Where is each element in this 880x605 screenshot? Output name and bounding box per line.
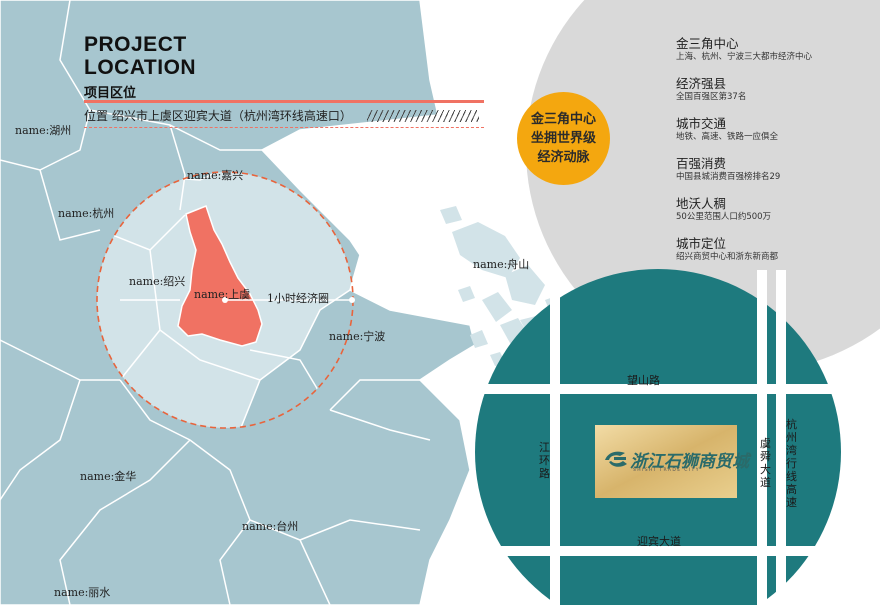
feature-item: 百强消费 中国县城消费百强榜排名29 [676,156,876,196]
feature-list: 金三角中心 上海、杭州、宁波三大都市经济中心 经济强县 全国百强区第37名 城市… [676,36,876,276]
feature-desc: 中国县城消费百强榜排名29 [676,172,781,182]
highlight-badge: 金三角中心 坐拥世界级 经济动脉 [517,92,610,185]
road-yushun [757,270,767,605]
feature-desc: 绍兴商贸中心和浙东新商都 [676,252,779,262]
road-label-east-inner: 虞舜大道 [760,437,771,489]
page-subtitle: 项目区位 [84,86,137,101]
feature-title: 金三角中心 [676,36,739,51]
city-label-zhoushan: name:舟山 [473,258,530,271]
road-expressway [776,270,786,605]
feature-item: 城市定位 绍兴商贸中心和浙东新商都 [676,236,876,276]
feature-item: 金三角中心 上海、杭州、宁波三大都市经济中心 [676,36,876,76]
ring-end-dot [349,297,355,303]
road-label-south: 迎宾大道 [637,535,681,548]
city-label-ningbo: name:宁波 [329,330,386,343]
shangyu-district [177,205,263,347]
feature-title: 经济强县 [676,76,727,91]
badge-line-2: 坐拥世界级 [530,131,596,146]
feature-item: 经济强县 全国百强区第37名 [676,76,876,116]
logo-name: 浙江石狮商贸城 [630,452,749,472]
road-label-east-outer: 杭州湾行线高速 [786,418,797,509]
logo-mark-icon [605,451,627,467]
city-label-shaoxing: name:绍兴 [129,275,186,288]
dashed-divider [84,127,484,128]
feature-item: 地沃人稠 50公里范围人口约500万 [676,196,876,236]
city-label-shangyu: name:上虞 [194,288,251,301]
page-title: PROJECT LOCATION [84,33,196,79]
city-label-jiaxing: name:嘉兴 [187,169,244,182]
feature-title: 地沃人稠 [676,196,727,211]
city-label-jinhua: name:金华 [80,470,137,483]
hatch-decoration [367,110,479,122]
feature-item: 城市交通 地铁、高速、铁路一应俱全 [676,116,876,156]
site-plan [470,269,850,605]
logo-subtitle: SHISHI TRADE CITY [633,468,700,473]
admin-borders [0,0,431,605]
badge-line-1: 金三角中心 [530,112,596,127]
logo-plaque [595,425,737,498]
feature-title: 城市交通 [676,116,727,131]
feature-desc: 50公里范围人口约500万 [676,212,772,222]
road-label-west: 江环路 [539,441,550,480]
city-label-lishui: name:丽水 [54,586,111,599]
title-line-1: PROJECT [84,33,187,56]
badge-line-3: 经济动脉 [537,150,590,165]
feature-title: 百强消费 [676,156,727,171]
feature-desc: 地铁、高速、铁路一应俱全 [676,132,779,142]
road-wangshan [470,384,850,394]
location-text: 位置 绍兴市上虞区迎宾大道（杭州湾环线高速口） [84,109,352,123]
road-yingbin [470,546,850,556]
feature-desc: 上海、杭州、宁波三大都市经济中心 [676,52,813,62]
city-label-hangzhou: name:杭州 [58,207,115,220]
title-divider [84,100,484,103]
feature-desc: 全国百强区第37名 [676,92,747,102]
road-label-north: 望山路 [627,374,660,387]
feature-title: 城市定位 [676,236,727,251]
ring-label: 1小时经济圈 [267,292,329,305]
city-label-taizhou: name:台州 [242,520,299,533]
center-dot [222,297,228,303]
road-jianghuan [550,270,560,605]
city-label-huzhou: name:湖州 [15,124,72,137]
title-line-2: LOCATION [84,56,197,79]
